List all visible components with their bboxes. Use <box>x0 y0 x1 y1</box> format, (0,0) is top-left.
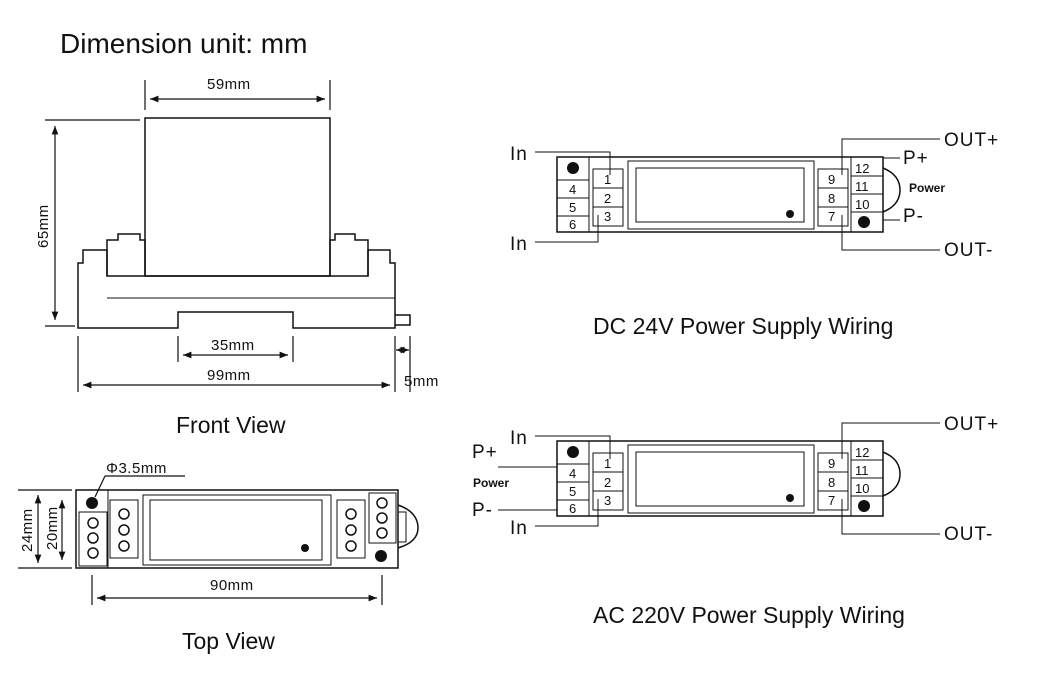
caption-dc-wiring: DC 24V Power Supply Wiring <box>593 313 894 339</box>
dc-led-dot <box>786 210 794 218</box>
dc-label-power: Power <box>909 181 945 195</box>
dc-pin-11: 11 <box>855 179 869 194</box>
ac-label-p-plus: P+ <box>472 442 498 463</box>
ac-dot-right <box>858 500 870 512</box>
dc-dot-right <box>858 216 870 228</box>
ac-pin-9: 9 <box>828 456 835 471</box>
mount-hole-dot <box>86 497 98 509</box>
ac-pin-5: 5 <box>569 484 576 499</box>
dim-59mm: 59mm <box>207 76 251 93</box>
caption-ac-wiring: AC 220V Power Supply Wiring <box>593 602 905 628</box>
ac-label-in-top: In <box>510 428 528 449</box>
ac-pin-3: 3 <box>604 493 611 508</box>
dc-dot-left <box>567 162 579 174</box>
ac-pin-12: 12 <box>855 445 869 460</box>
ac-label-power: Power <box>473 476 509 490</box>
dim-hole: Φ3.5mm <box>106 460 167 477</box>
caption-top-view: Top View <box>182 628 275 654</box>
dc-wiring-module <box>535 138 940 251</box>
front-base <box>77 249 396 329</box>
dc-pin-1: 1 <box>604 172 611 187</box>
top-dimensions <box>18 475 383 605</box>
top-view-drawing <box>75 489 419 569</box>
ac-label-in-bottom: In <box>510 518 528 539</box>
caption-front-view: Front View <box>176 412 286 438</box>
right-clip <box>329 233 369 276</box>
dim-65mm: 65mm <box>35 204 52 248</box>
ac-label-out-plus: OUT+ <box>944 414 999 435</box>
ac-led-dot <box>786 494 794 502</box>
ac-label-p-minus: P- <box>472 500 493 521</box>
page-title: Dimension unit: mm <box>60 28 308 59</box>
side-tab <box>395 314 411 326</box>
left-clip <box>106 233 146 276</box>
dc-pin-2: 2 <box>604 191 611 206</box>
ac-wiring-module <box>498 422 940 535</box>
ac-dot-left <box>567 446 579 458</box>
front-view-drawing <box>77 117 411 329</box>
dc-pin-3: 3 <box>604 209 611 224</box>
ac-pin-1: 1 <box>604 456 611 471</box>
dc-label-out-minus: OUT- <box>944 240 993 261</box>
dc-pin-9: 9 <box>828 172 835 187</box>
dc-label-p-plus: P+ <box>903 148 929 169</box>
ac-pin-8: 8 <box>828 475 835 490</box>
ac-pin-7: 7 <box>828 493 835 508</box>
dc-pin-10: 10 <box>855 197 869 212</box>
led-dot <box>301 544 309 552</box>
dc-pin-12: 12 <box>855 161 869 176</box>
dim-90mm: 90mm <box>210 577 254 594</box>
dc-label-out-plus: OUT+ <box>944 130 999 151</box>
mount-hole-dot-right <box>375 550 387 562</box>
dim-5mm: 5mm <box>404 373 439 390</box>
dc-label-p-minus: P- <box>903 206 924 227</box>
dim-35mm: 35mm <box>211 337 255 354</box>
front-housing <box>144 117 331 277</box>
ac-pin-2: 2 <box>604 475 611 490</box>
front-dimensions <box>45 80 411 392</box>
ac-label-out-minus: OUT- <box>944 524 993 545</box>
dc-pin-5: 5 <box>569 200 576 215</box>
dc-pin-4: 4 <box>569 182 576 197</box>
dc-label-in-top: In <box>510 144 528 165</box>
dc-pin-7: 7 <box>828 209 835 224</box>
ac-pin-4: 4 <box>569 466 576 481</box>
dc-label-in-bottom: In <box>510 234 528 255</box>
dc-pin-8: 8 <box>828 191 835 206</box>
dim-20mm: 20mm <box>44 506 61 550</box>
dc-pin-6: 6 <box>569 217 576 232</box>
dim-99mm: 99mm <box>207 367 251 384</box>
ac-pin-10: 10 <box>855 481 869 496</box>
ac-pin-6: 6 <box>569 501 576 516</box>
ac-pin-11: 11 <box>855 463 869 478</box>
dim-24mm: 24mm <box>19 508 36 552</box>
